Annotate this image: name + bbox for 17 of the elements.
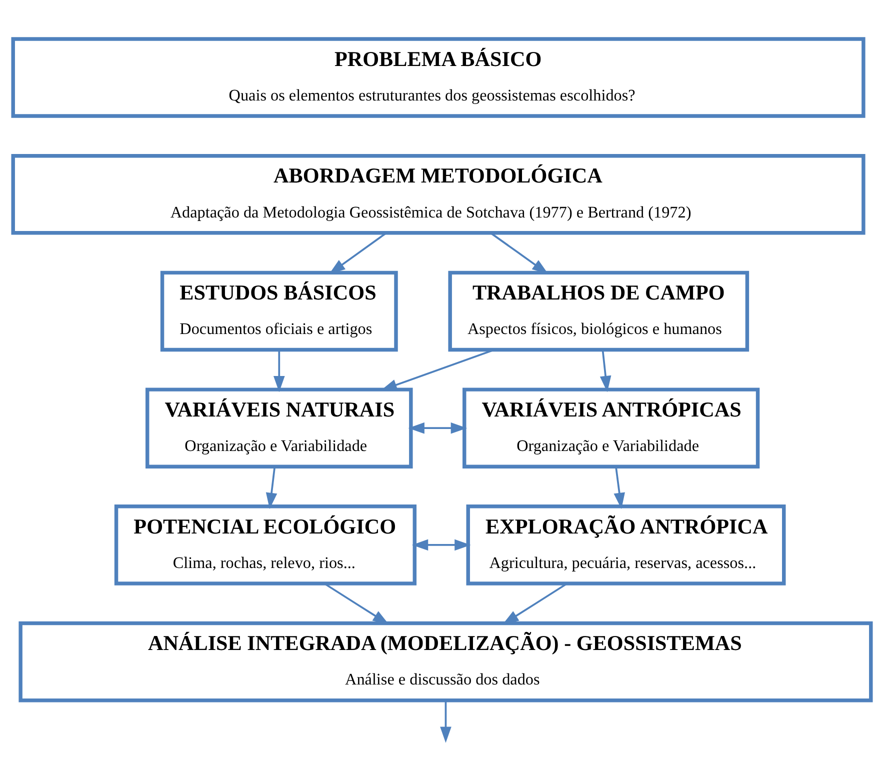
node-box: PROBLEMA BÁSICO Quais os elementos estruturantes dos geossistemas escolhidos? (11, 37, 866, 118)
arrow (440, 700, 452, 743)
node-box: POTENCIAL ECOLÓGICO Clima, rochas, relevo, rios... (114, 504, 417, 586)
arrow (266, 466, 278, 509)
node-box: ANÁLISE INTEGRADA (MODELIZAÇÃO) - GEOSSISTEMAS Análise e discussão dos dados (18, 621, 873, 702)
arrow (380, 349, 494, 390)
node-box: VARIÁVEIS NATURAIS Organização e Variabilidade (146, 388, 413, 468)
node-box: ABORDAGEM METODOLÓGICA Adaptação da Metodologia Geossistêmica de Sotchava (1977) e Bertrand (1972) (11, 154, 866, 235)
node-box: EXPLORAÇÃO ANTRÓPICA Agricultura, pecuária, reservas, acessos... (466, 504, 786, 586)
arrow (412, 539, 471, 551)
arrow (273, 350, 285, 392)
arrow (614, 466, 625, 509)
node-box: TRABALHOS DE CAMPO Aspectos físicos, biológicos e humanos (448, 270, 750, 352)
node-box: ESTUDOS BÁSICOS Documentos oficiais e artigos (160, 270, 398, 352)
node-box: VARIÁVEIS ANTRÓPICAS Organização e Variabilidade (462, 388, 760, 468)
arrow (600, 350, 612, 392)
arrow (408, 422, 468, 434)
